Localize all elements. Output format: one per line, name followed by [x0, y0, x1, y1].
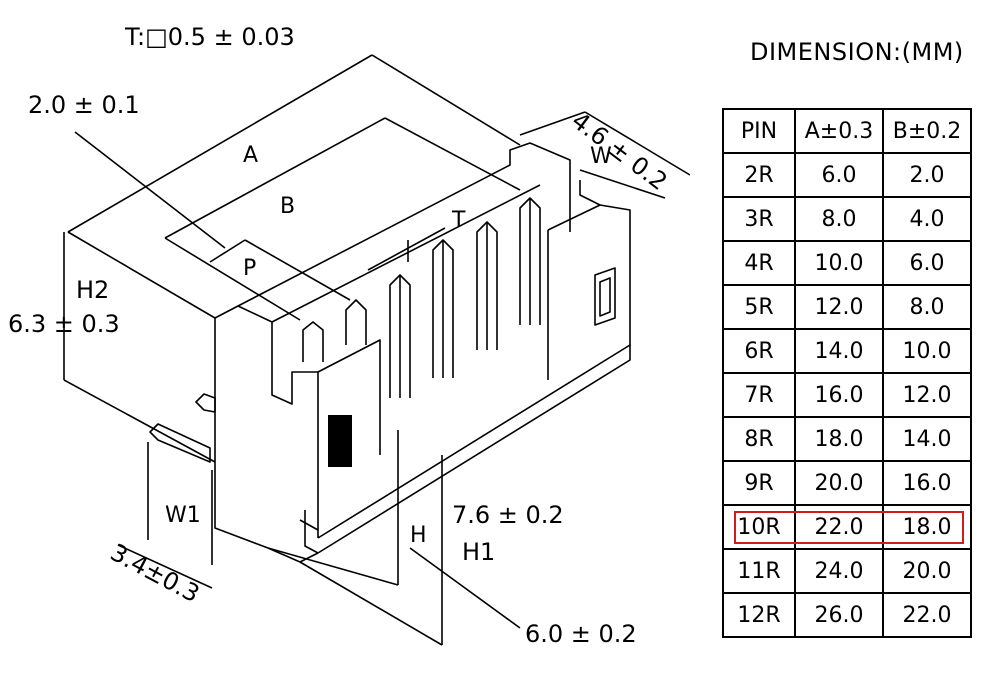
dim-w-label: W: [590, 144, 612, 169]
h-dim-label: 6.0 ± 0.2: [525, 620, 637, 648]
cell-pin: 3R: [722, 196, 796, 242]
cell-a: 10.0: [794, 240, 884, 286]
cell-b: 12.0: [882, 372, 972, 418]
cell-a: 20.0: [794, 460, 884, 506]
dim-p-label: P: [243, 256, 257, 281]
cell-b: 22.0: [882, 592, 972, 638]
cell-pin: 12R: [722, 592, 796, 638]
cell-pin: 8R: [722, 416, 796, 462]
cell-pin: 9R: [722, 460, 796, 506]
dim-w1-label: W1: [165, 503, 201, 528]
cell-pin: 2R: [722, 152, 796, 198]
table-row: 11R 24.0 20.0: [722, 548, 972, 594]
cell-a: 6.0: [794, 152, 884, 198]
h1-dim-label: 7.6 ± 0.2: [452, 501, 564, 529]
table-row: 12R 26.0 22.0: [722, 592, 972, 638]
table-title: DIMENSION:(MM): [750, 38, 964, 66]
table-row: 4R 10.0 6.0: [722, 240, 972, 286]
cell-pin: 4R: [722, 240, 796, 286]
cell-b: 6.0: [882, 240, 972, 286]
dim-h-label: H: [410, 523, 427, 548]
cell-a: 14.0: [794, 328, 884, 374]
cell-a: 12.0: [794, 284, 884, 330]
dim-b-label: B: [280, 194, 296, 219]
dim-h2-label: H2: [76, 276, 110, 304]
cell-b: 8.0: [882, 284, 972, 330]
cell-pin: 6R: [722, 328, 796, 374]
thickness-label: T:□0.5 ± 0.03: [125, 23, 295, 51]
latch-windows: [328, 267, 616, 467]
cell-pin: 5R: [722, 284, 796, 330]
cell-b: 10.0: [882, 328, 972, 374]
table-row: 6R 14.0 10.0: [722, 328, 972, 374]
cell-a: 8.0: [794, 196, 884, 242]
cell-b: 20.0: [882, 548, 972, 594]
header-b: B±0.2: [882, 108, 972, 154]
table-row: 2R 6.0 2.0: [722, 152, 972, 198]
dim-h1-label: H1: [462, 538, 496, 566]
cell-b: 16.0: [882, 460, 972, 506]
table-row: 7R 16.0 12.0: [722, 372, 972, 418]
cell-b: 4.0: [882, 196, 972, 242]
h2-dim-label: 6.3 ± 0.3: [8, 310, 120, 338]
header-a: A±0.3: [794, 108, 884, 154]
dim-a-label: A: [243, 143, 259, 168]
pins: [149, 197, 541, 463]
connector-drawing: [63, 54, 690, 646]
table-header-row: PIN A±0.3 B±0.2: [722, 108, 972, 154]
cell-b: 2.0: [882, 152, 972, 198]
cell-a: 26.0: [794, 592, 884, 638]
dim-t-label: T: [452, 208, 466, 233]
cell-a: 24.0: [794, 548, 884, 594]
dimension-table: PIN A±0.3 B±0.2 2R 6.0 2.0 3R 8.0 4.0 4R…: [722, 108, 972, 638]
highlight-box: [734, 511, 964, 544]
table-row: 8R 18.0 14.0: [722, 416, 972, 462]
table-row: 3R 8.0 4.0: [722, 196, 972, 242]
cell-a: 16.0: [794, 372, 884, 418]
table-row: 9R 20.0 16.0: [722, 460, 972, 506]
header-pin: PIN: [722, 108, 796, 154]
table-row: 5R 12.0 8.0: [722, 284, 972, 330]
cell-a: 18.0: [794, 416, 884, 462]
pitch-tolerance-label: 2.0 ± 0.1: [28, 91, 140, 119]
dimension-lines: [63, 54, 690, 646]
cell-b: 14.0: [882, 416, 972, 462]
cell-pin: 7R: [722, 372, 796, 418]
cell-pin: 11R: [722, 548, 796, 594]
housing-outline: [214, 142, 631, 563]
